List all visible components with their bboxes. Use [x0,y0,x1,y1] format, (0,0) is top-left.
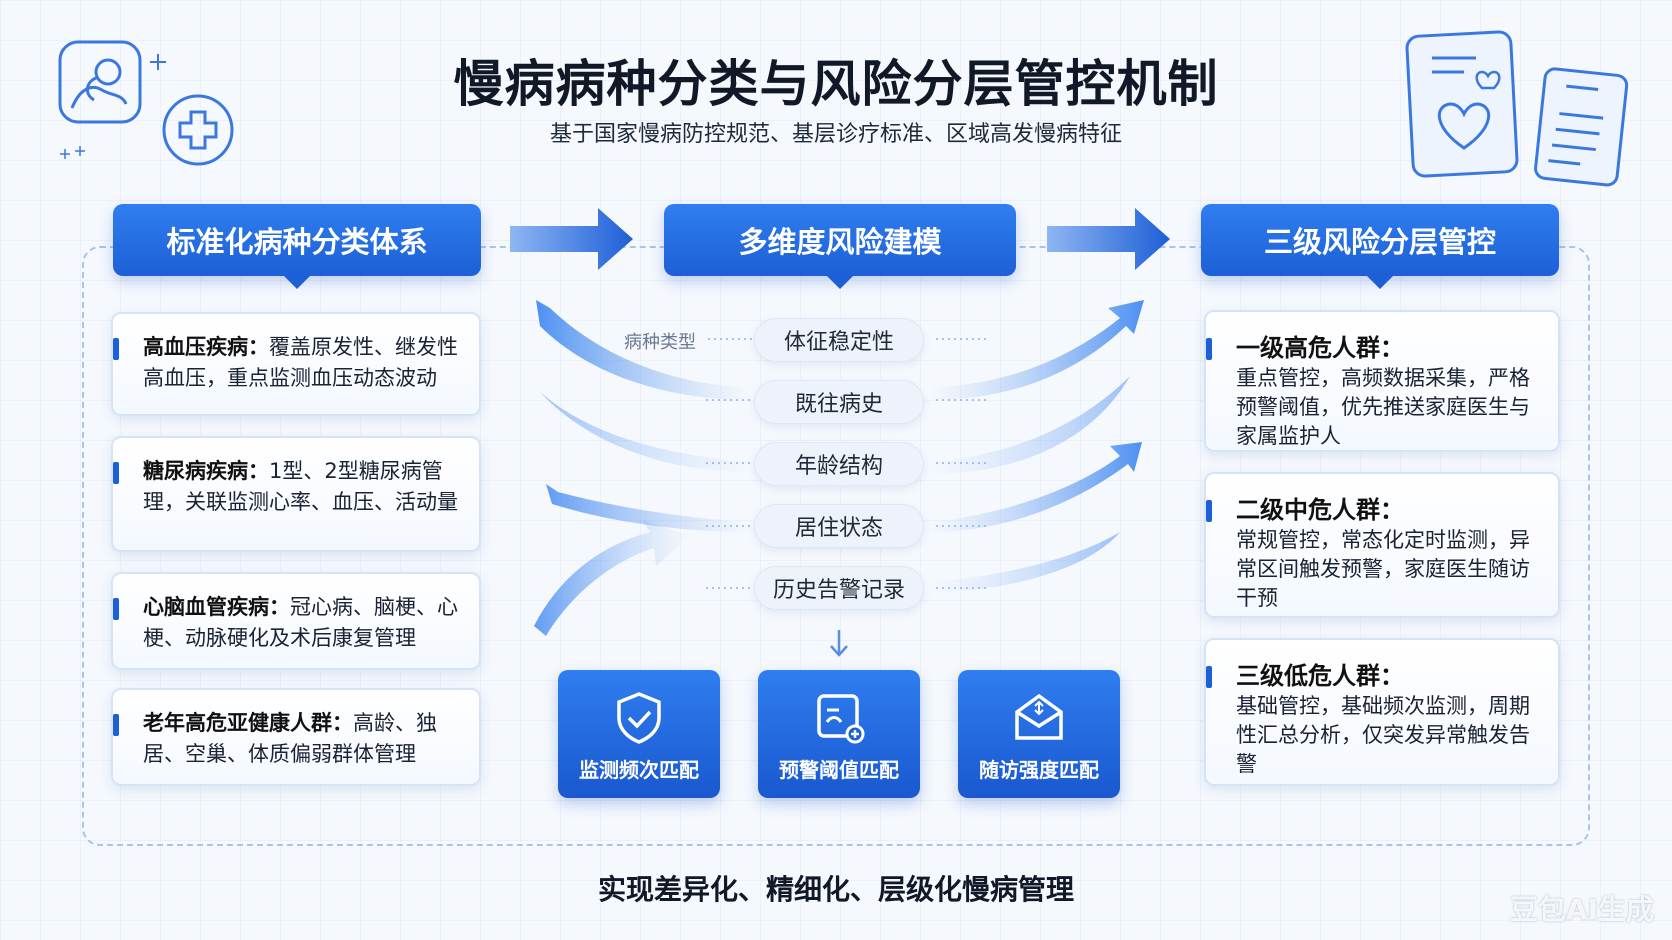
column-header-classification: 标准化病种分类体系 [113,204,481,289]
factor-pill-medical-history: 既往病史 [754,380,924,424]
disease-type-label: 病种类型 [624,332,696,353]
disease-desc: 冠心病、脑梗、心梗、动脉硬化及术后康复管理 [143,595,458,650]
flow-arrow-right-icon [510,208,633,270]
arrow-down-icon [830,630,848,657]
disease-card-elderly: 老年高危亚健康人群：高龄、独居、空巢、体质偏弱群体管理 [111,688,481,786]
match-box-alert-threshold: 预警阈值匹配 [758,670,920,798]
alert-threshold-icon [817,694,865,744]
page-subtitle: 基于国家慢病防控规范、基层诊疗标准、区域高发慢病特征 [549,122,1122,147]
tier-title: 二级中危人群： [1236,496,1404,524]
shield-check-icon [617,692,661,744]
plus-sparkle-icon [60,146,85,159]
column-header-tier-control: 三级风险分层管控 [1201,204,1559,289]
disease-name: 糖尿病疾病： [143,459,269,483]
baby-care-icon [58,40,142,124]
tier-card-medium-risk: 二级中危人群： 常规管控，常态化定时监测，异常区间触发预警，家庭医生随访干预 [1204,472,1560,618]
health-record-icon [1405,30,1519,178]
medical-cross-icon [162,94,234,166]
tier-desc: 基础管控，基础频次监测，周期性汇总分析，仅突发异常触发告警 [1236,694,1530,776]
match-label: 预警阈值匹配 [779,758,899,782]
footer-summary: 实现差异化、精细化、层级化慢病管理 [597,873,1074,906]
dotted-connectors [706,338,986,589]
factor-pill-vital-stability: 体征稳定性 [754,318,924,362]
column-header-label: 多维度风险建模 [738,225,942,259]
tier-desc: 常规管控，常态化定时监测，异常区间触发预警，家庭医生随访干预 [1236,528,1530,610]
disease-card-diabetes: 糖尿病疾病：1型、2型糖尿病管理，关联监测心率、血压、活动量 [111,436,481,552]
document-icon [1534,67,1629,187]
match-box-monitoring-frequency: 监测频次匹配 [558,670,720,798]
card-accent-bar [1206,338,1212,360]
disease-name: 心脑血管疾病： [143,595,290,619]
disease-desc: 1型、2型糖尿病管理，关联监测心率、血压、活动量 [143,459,458,514]
factor-pill-age-structure: 年龄结构 [754,442,924,486]
tier-title: 一级高危人群： [1236,334,1404,362]
disease-card-hypertension: 高血压疾病：覆盖原发性、继发性高血压，重点监测血压动态波动 [111,312,481,416]
match-label: 监测频次匹配 [579,758,699,782]
card-accent-bar [113,338,119,360]
disease-desc: 高龄、独居、空巢、体质偏弱群体管理 [143,711,437,766]
envelope-followup-icon [1015,693,1063,740]
ai-watermark: 豆包AI生成 [1509,893,1654,926]
column-header-risk-modeling: 多维度风险建模 [664,204,1016,289]
match-label: 随访强度匹配 [979,758,1099,782]
disease-desc: 覆盖原发性、继发性高血压，重点监测血压动态波动 [143,335,458,390]
column-header-label: 标准化病种分类体系 [166,225,428,259]
tier-desc: 重点管控，高频数据采集，严格预警阈值，优先推送家庭医生与家属监护人 [1236,366,1530,448]
column-header-label: 三级风险分层管控 [1263,225,1496,259]
card-accent-bar [1206,666,1212,688]
disease-name: 老年高危亚健康人群： [143,711,353,735]
factor-pill-living-status: 居住状态 [754,504,924,548]
card-accent-bar [113,462,119,484]
tier-title: 三级低危人群： [1236,662,1404,690]
tier-card-high-risk: 一级高危人群： 重点管控，高频数据采集，严格预警阈值，优先推送家庭医生与家属监护… [1204,310,1560,452]
match-box-followup-intensity: 随访强度匹配 [958,670,1120,798]
flow-arrow-right-icon [1047,208,1170,270]
disease-card-cardiovascular: 心脑血管疾病：冠心病、脑梗、心梗、动脉硬化及术后康复管理 [111,572,481,670]
tier-card-low-risk: 三级低危人群： 基础管控，基础频次监测，周期性汇总分析，仅突发异常触发告警 [1204,638,1560,786]
factor-pill-alert-history: 历史告警记录 [754,566,924,610]
curved-flow-arrows [534,300,1144,636]
card-accent-bar [113,714,119,736]
page-title: 慢病病种分类与风险分层管控机制 [453,55,1219,113]
card-accent-bar [1206,500,1212,522]
plus-sparkle-icon [150,54,166,70]
card-accent-bar [113,598,119,620]
disease-name: 高血压疾病： [143,335,269,359]
